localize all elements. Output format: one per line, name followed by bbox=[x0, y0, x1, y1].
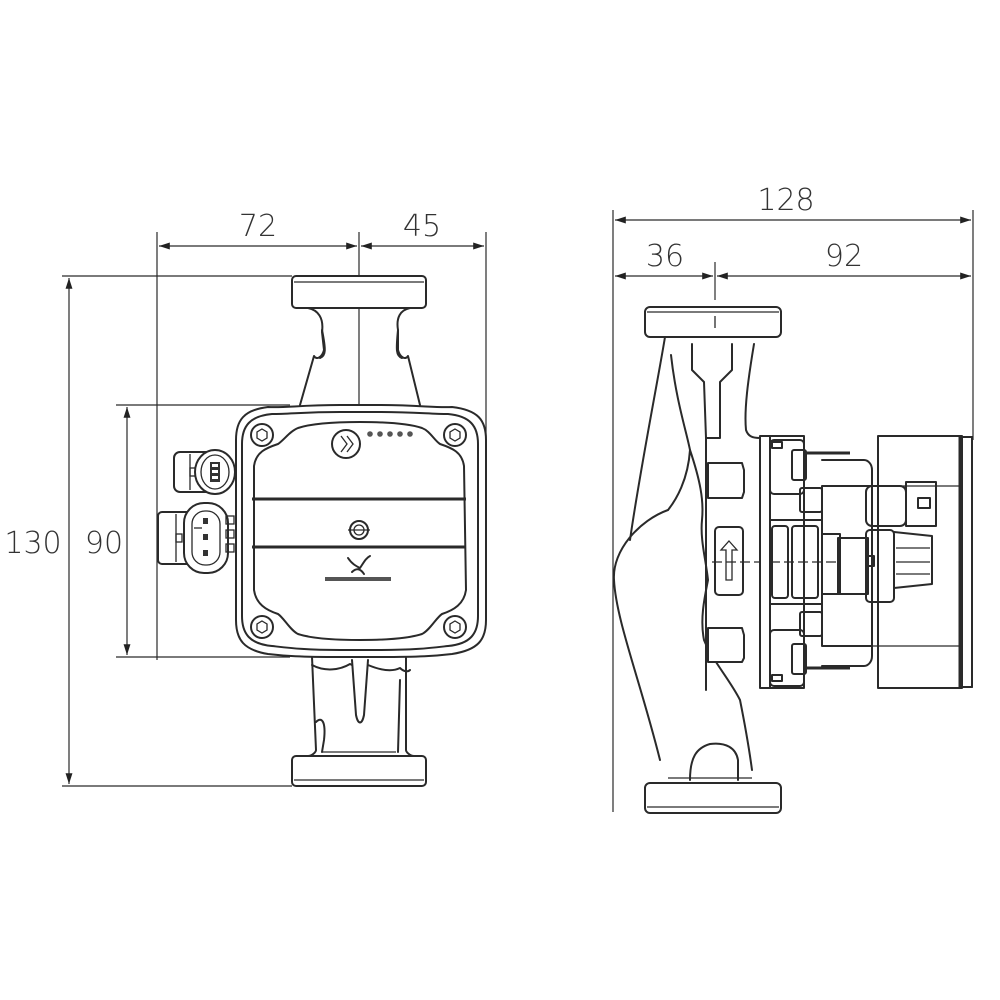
signal-connector bbox=[173, 449, 236, 495]
dim-label-130: 130 bbox=[4, 526, 61, 561]
dim-label-128: 128 bbox=[757, 183, 814, 218]
motor-housing bbox=[712, 435, 973, 689]
dim-label-45: 45 bbox=[403, 209, 441, 244]
side-top-flange bbox=[644, 306, 782, 338]
dim-label-92: 92 bbox=[825, 239, 863, 274]
dimension-side-depth: 128 36 92 bbox=[612, 183, 974, 812]
side-bottom-flange bbox=[644, 782, 782, 814]
screw-top-right bbox=[443, 423, 467, 447]
screw-bottom-right bbox=[443, 615, 467, 639]
dim-label-72: 72 bbox=[239, 209, 277, 244]
dim-label-90: 90 bbox=[85, 526, 123, 561]
inlet-flange bbox=[291, 275, 427, 406]
dim-label-36: 36 bbox=[646, 239, 684, 274]
screw-top-left bbox=[250, 423, 274, 447]
screw-bottom-left bbox=[250, 615, 274, 639]
front-view: 72 45 130 90 bbox=[3, 209, 487, 787]
outlet-flange bbox=[291, 656, 427, 787]
control-box bbox=[235, 404, 487, 658]
dimension-housing-height: 90 bbox=[80, 404, 290, 658]
side-view: 128 36 92 bbox=[612, 183, 974, 814]
led-indicator-row bbox=[367, 431, 413, 437]
mode-button bbox=[331, 429, 361, 459]
flow-direction-arrow bbox=[714, 526, 744, 596]
brand-logo bbox=[325, 555, 391, 581]
power-connector bbox=[157, 502, 235, 574]
dimension-front-height: 130 bbox=[3, 275, 292, 787]
